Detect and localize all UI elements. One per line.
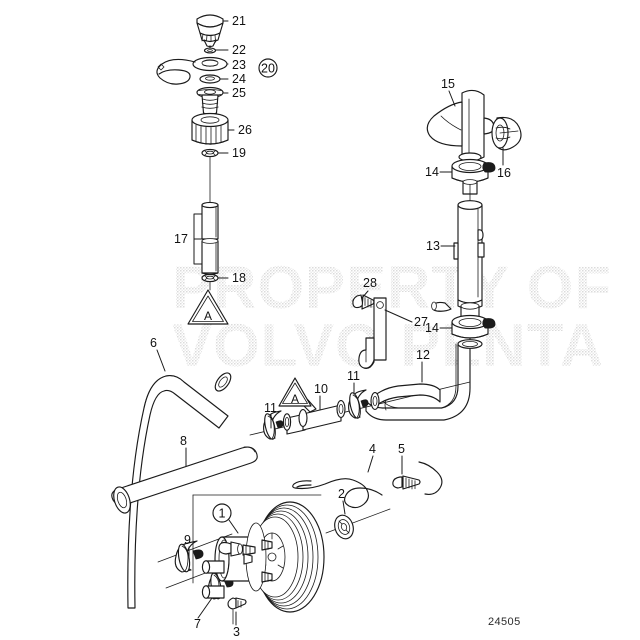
callout-19: 19: [232, 146, 246, 160]
part-cap-lanyard: [156, 58, 196, 85]
callout-14-upper: 14: [425, 165, 439, 179]
callout-layer: 21 22 23 24 25 26 19 20 17 18 15: [150, 14, 511, 639]
leader-4: [367, 455, 374, 473]
part-6-upper-hose: [127, 372, 232, 609]
part-11-clamp-left: [263, 410, 284, 440]
callout-25: 25: [232, 86, 246, 100]
part-3-plug-screw: [227, 597, 247, 625]
leader-1: [228, 519, 239, 534]
callout-28: 28: [363, 276, 377, 290]
part-22-o-ring-small: [203, 47, 217, 54]
leader-2: [342, 500, 346, 515]
leader-28: [361, 290, 369, 299]
callout-20: 20: [261, 62, 275, 76]
callout-18: 18: [232, 271, 246, 285]
part-17-dipstick-tube: [201, 201, 219, 276]
callout-6: 6: [150, 336, 157, 350]
part-pipe-ferrule: [282, 413, 306, 435]
callout-20-circled: 20: [258, 58, 278, 78]
part-14-clamp-upper: [451, 158, 496, 183]
part-8-lower-hose: [111, 446, 258, 514]
leader-27: [384, 309, 413, 323]
part-group-filler-cap-stack: [156, 14, 229, 206]
part-group-bracket: [352, 294, 387, 369]
part-group-bleed-pipe: [292, 461, 443, 509]
callout-13: 13: [426, 239, 440, 253]
part-14-clamp-lower: [451, 314, 496, 339]
callout-3: 3: [233, 625, 240, 639]
callout-5: 5: [398, 442, 405, 456]
callout-7: 7: [194, 617, 201, 631]
callout-10: 10: [314, 382, 328, 396]
warning-triangle-a-upper: A: [187, 289, 229, 325]
callout-17: 17: [174, 232, 188, 246]
part-hose-stub-right: [370, 383, 441, 410]
callout-12: 12: [416, 348, 430, 362]
callout-22: 22: [232, 43, 246, 57]
part-group-pump-assembly: [192, 494, 391, 613]
callout-26: 26: [238, 123, 252, 137]
part-pump-studs: [243, 539, 273, 583]
part-5-flange-screw: [392, 475, 421, 490]
part-12-return-hose: [365, 339, 483, 421]
part-1-inlet-fitting: [218, 541, 256, 557]
part-group-filler-neck: [426, 89, 522, 341]
callout-24: 24: [232, 72, 246, 86]
part-pump-housing: [214, 522, 267, 592]
callout-16: 16: [497, 166, 511, 180]
drawing-reference-number: 24505: [488, 616, 521, 628]
callout-23: 23: [232, 58, 246, 72]
leader-6: [156, 349, 166, 372]
callout-1-circled: 1: [212, 503, 239, 534]
part-15-filler-neck: [426, 89, 495, 162]
part-neck-connector: [462, 179, 478, 205]
part-21-filler-cap: [196, 14, 224, 51]
watermark: [150, 250, 630, 385]
part-13-expansion-tube: [431, 200, 485, 341]
part-16-pressure-cap: [491, 116, 522, 151]
warning-letter: A: [204, 309, 212, 323]
callout-15: 15: [441, 77, 455, 91]
callout-4: 4: [369, 442, 376, 456]
warning-letter: A: [291, 392, 299, 406]
part-19-o-ring: [201, 148, 219, 158]
part-11-clamp-right: [348, 389, 369, 419]
part-27-support-bracket: [358, 297, 387, 369]
leader-17: [193, 213, 203, 265]
part-18-o-ring: [201, 273, 219, 283]
callout-8: 8: [180, 434, 187, 448]
warning-triangle-a-lower: A: [278, 377, 312, 407]
part-barbed-nipple: [201, 94, 219, 116]
leader-15: [448, 90, 456, 107]
part-23-retaining-washer: [192, 56, 228, 72]
callout-11-right: 11: [347, 369, 360, 383]
callout-21: 21: [232, 14, 246, 28]
part-24-seal-washer: [199, 74, 221, 84]
part-2-pulley-nut: [325, 508, 391, 540]
callout-2: 2: [338, 487, 345, 501]
callout-9: 9: [184, 533, 191, 547]
part-9-clamp: [174, 540, 204, 573]
part-pump-spigots: [201, 560, 225, 599]
part-group-dipstick-tube: [201, 201, 219, 291]
callout-14-lower: 14: [425, 321, 439, 335]
part-4-bleed-pipe: [292, 461, 443, 509]
callout-27: 27: [414, 315, 428, 329]
leader-7: [197, 597, 213, 619]
part-26-lock-collar: [191, 112, 229, 145]
callout-11-left: 11: [264, 401, 277, 415]
callout-1: 1: [219, 507, 226, 521]
